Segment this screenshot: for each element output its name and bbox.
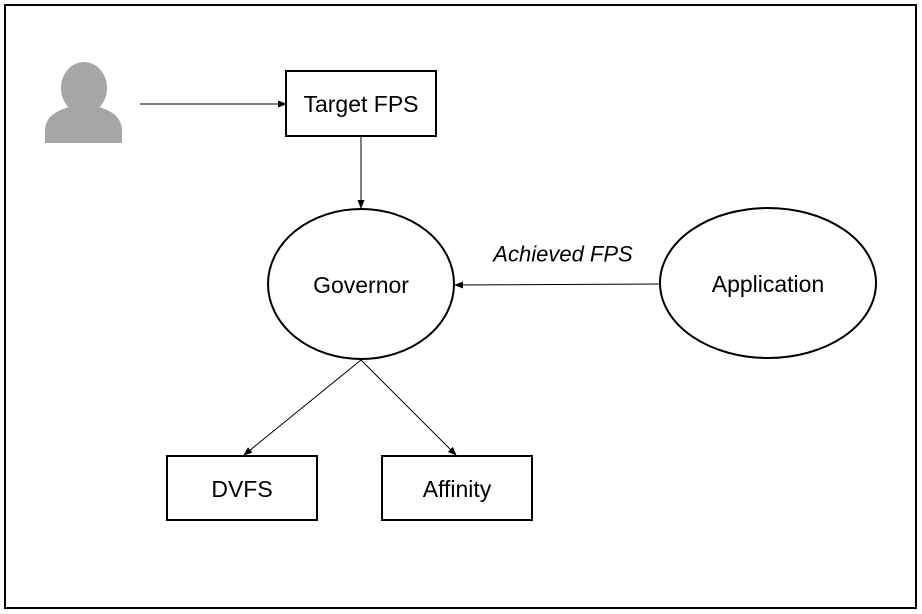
dvfs-node bbox=[166, 455, 318, 521]
application-node bbox=[659, 207, 877, 359]
edge-governor-to-dvfs bbox=[243, 359, 362, 456]
governor-label: Governor bbox=[313, 272, 409, 298]
target-fps-node bbox=[285, 70, 437, 137]
target-fps-label: Target FPS bbox=[303, 91, 418, 117]
affinity-node bbox=[381, 455, 533, 521]
achieved-fps-label: Achieved FPS bbox=[491, 242, 633, 267]
edge-application-to-governor bbox=[454, 281, 661, 289]
application-label: Application bbox=[712, 271, 825, 297]
edge-governor-to-affinity bbox=[360, 359, 457, 456]
dvfs-label: DVFS bbox=[211, 476, 272, 502]
affinity-label: Affinity bbox=[423, 476, 492, 502]
governor-node bbox=[267, 208, 455, 360]
user-icon bbox=[45, 62, 122, 143]
